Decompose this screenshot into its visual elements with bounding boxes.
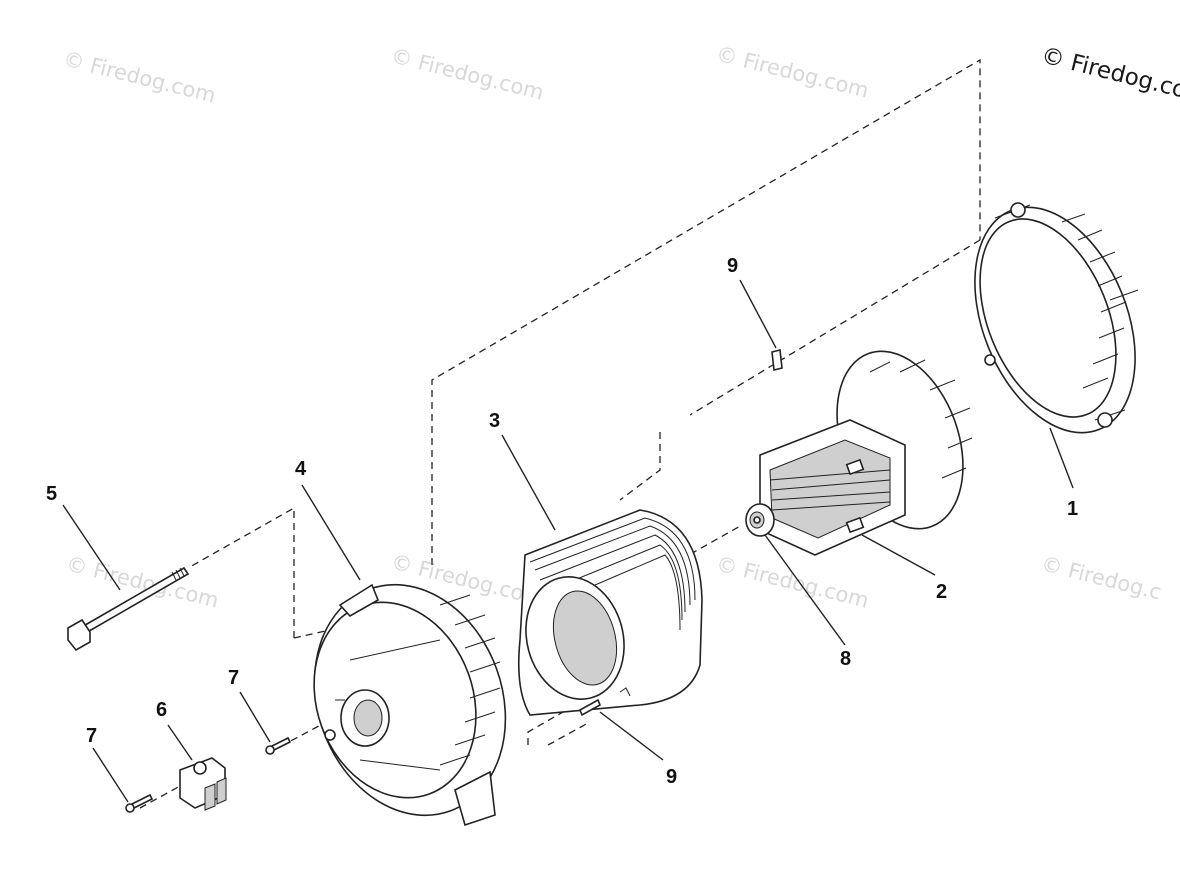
watermark-dark: © Firedog.co xyxy=(1039,43,1180,104)
callout-1: 1 xyxy=(1067,498,1078,520)
callout-9: 9 xyxy=(727,255,738,277)
watermark: © Firedog.com xyxy=(389,44,546,105)
part-5-through-bolt xyxy=(67,566,190,652)
part-9-pins xyxy=(578,349,783,717)
callout-2: 2 xyxy=(936,581,947,603)
callout-5: 5 xyxy=(46,483,57,505)
callout-3: 3 xyxy=(489,410,500,432)
part-1-rear-housing xyxy=(974,202,1139,434)
callout-7: 7 xyxy=(86,725,97,747)
part-8-bearing xyxy=(745,503,775,537)
part-4-front-housing xyxy=(313,583,507,827)
callout-8: 8 xyxy=(840,648,851,670)
part-2-rotor-fan xyxy=(759,350,973,556)
part-6-brush-holder xyxy=(179,757,227,811)
callout-labels: 1 2 3 4 5 6 7 7 8 9 9 xyxy=(46,255,1078,788)
part-3-stator xyxy=(517,509,703,716)
callout-7: 7 xyxy=(228,667,239,689)
watermark: © Firedog.com xyxy=(64,552,221,613)
callout-9: 9 xyxy=(666,766,677,788)
watermark: © Firedog.com xyxy=(714,42,871,103)
watermark: © Firedog.com xyxy=(61,47,218,108)
watermark: © Firedog.com xyxy=(714,552,871,613)
leader-lines xyxy=(62,279,1074,803)
callout-6: 6 xyxy=(156,699,167,721)
callout-4: 4 xyxy=(295,458,307,480)
watermark: © Firedog.c xyxy=(1039,552,1164,605)
part-7-screws xyxy=(125,736,292,813)
